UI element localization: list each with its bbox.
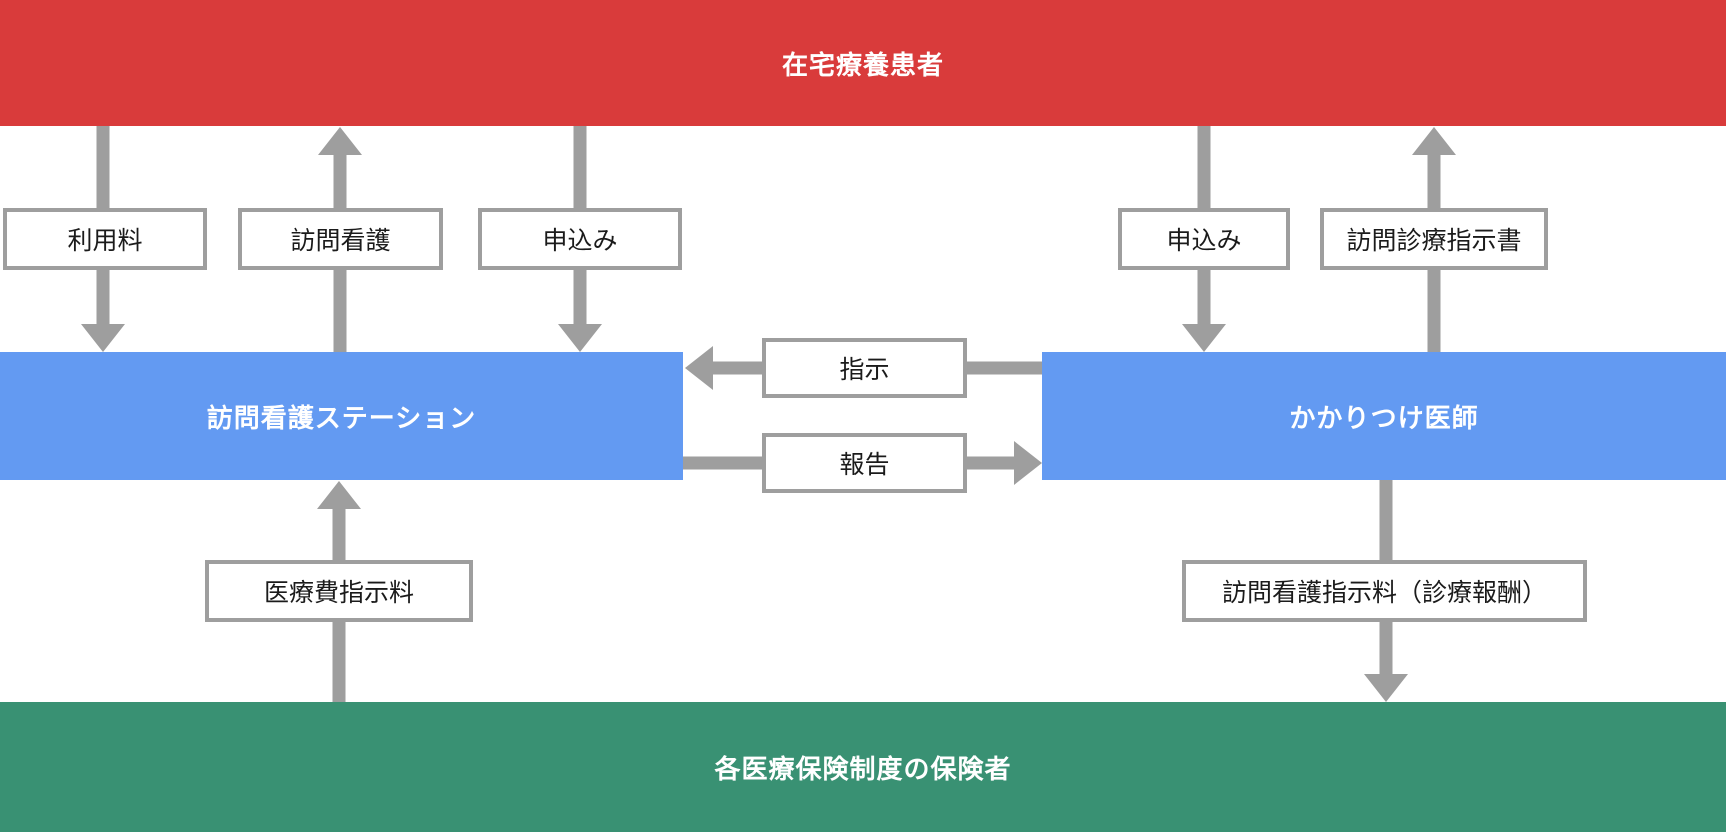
visit-care-order-label: 訪問診療指示書: [1346, 227, 1522, 255]
patient-band: 在宅療養患者: [0, 0, 1726, 126]
visiting-nursing-label-box: 訪問看護: [238, 208, 443, 270]
medical-fee-label-box: 医療費指示料: [205, 560, 473, 622]
visit-care-order-label-box: 訪問診療指示書: [1320, 208, 1548, 270]
application-left-label-box: 申込み: [478, 208, 682, 270]
nursing-order-fee-label: 訪問看護指示料（診療報酬）: [1221, 579, 1547, 607]
nursing-station-band: 訪問看護ステーション: [0, 352, 683, 480]
insurer-band: 各医療保険制度の保険者: [0, 702, 1726, 832]
instruction-label-box: 指示: [762, 338, 967, 398]
application-right-label: 申込み: [1166, 227, 1242, 255]
doctor-band: かかりつけ医師: [1042, 352, 1726, 480]
report-label: 報告: [839, 451, 890, 479]
doctor-band-label: かかりつけ医師: [1289, 402, 1479, 433]
application-right-label-box: 申込み: [1118, 208, 1290, 270]
nursing-station-band-label: 訪問看護ステーション: [206, 402, 477, 433]
visiting-nursing-label: 訪問看護: [290, 227, 391, 255]
application-left-label: 申込み: [542, 227, 618, 255]
nursing-order-fee-label-box: 訪問看護指示料（診療報酬）: [1182, 560, 1587, 622]
patient-band-label: 在宅療養患者: [781, 49, 944, 80]
usage-fee-label-box: 利用料: [3, 208, 207, 270]
usage-fee-label: 利用料: [67, 227, 143, 255]
insurer-band-label: 各医療保険制度の保険者: [714, 753, 1012, 784]
report-label-box: 報告: [762, 433, 967, 493]
instruction-label: 指示: [839, 356, 890, 384]
medical-fee-label: 医療費指示料: [263, 579, 414, 607]
